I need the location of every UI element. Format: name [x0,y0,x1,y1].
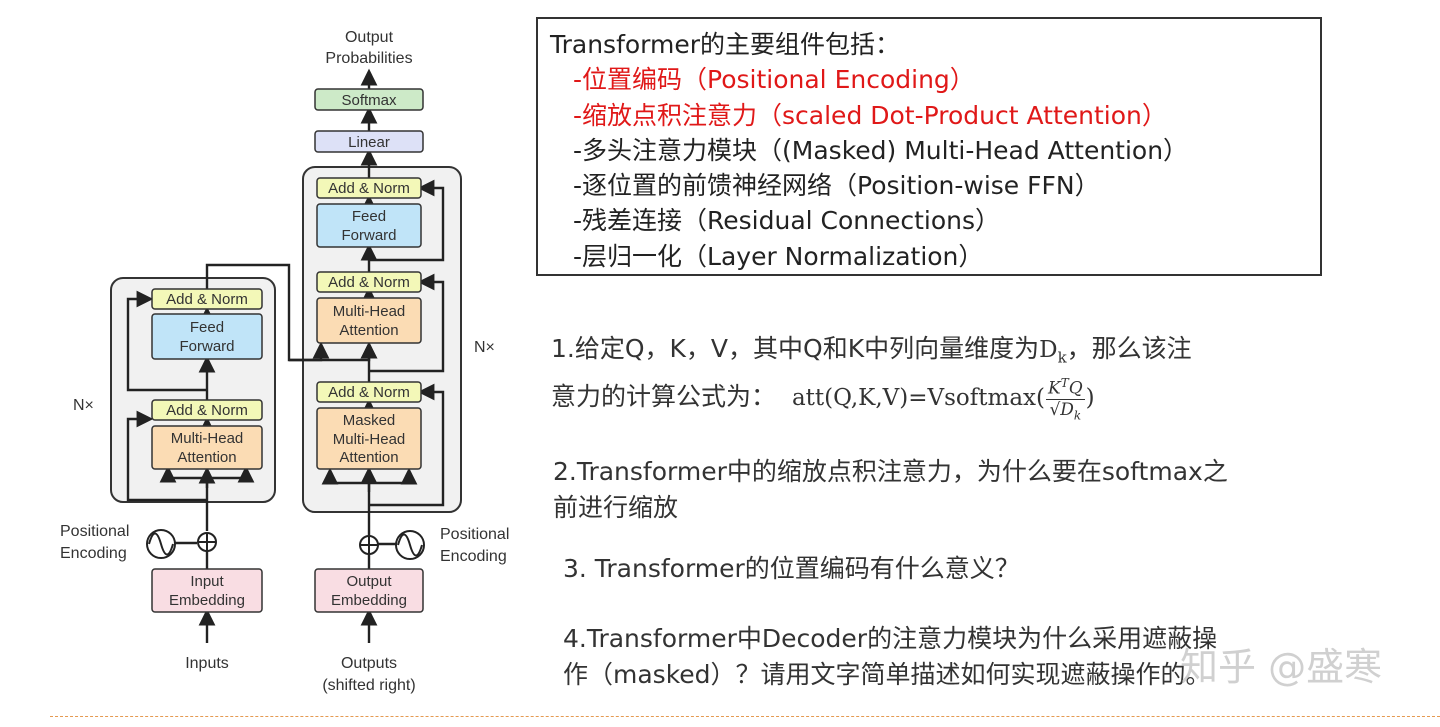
decoder-add-norm-1 [316,381,422,403]
transformer-architecture-diagram: Softmax Linear Add & Norm Feed Forward A… [60,29,509,694]
feed-forward-label-1: Feed [190,319,224,336]
add-norm-label: Add & Norm [328,180,410,197]
q3-text: 3. Transformer的位置编码有什么意义？ [563,554,1020,583]
feed-forward-label-2: Forward [341,227,396,244]
decoder-add-icon [359,535,379,555]
encoder-nx-label: N× [73,397,94,414]
input-embedding-block [151,568,263,613]
summary-item-positional-encoding: -位置编码（Positional Encoding） [573,65,975,95]
feed-forward-label-1: Feed [352,208,386,225]
outputs-label-1: Outputs [341,655,397,672]
encoder-positional-encoding-icon [146,529,176,559]
footer-divider [50,716,1440,717]
q1-line1-prefix: 1.给定Q，K，V，其中Q和K中列向量维度为 [551,334,1040,363]
feed-forward-label-2: Forward [179,338,234,355]
mha-label-2: Attention [339,322,398,339]
summary-item-layer-norm: -层归一化（Layer Normalization） [573,241,984,271]
summary-item-residual: -残差连接（Residual Connections） [573,206,1001,236]
summary-item-ffn: -逐位置的前馈神经网络（Position-wise FFN） [573,171,1100,201]
q2-line1: 2.Transformer中的缩放点积注意力，为什么要在softmax之 [553,457,1228,486]
q2-line2: 前进行缩放 [553,493,679,522]
mha-label-1: Multi-Head [333,303,406,320]
q4-line1: 4.Transformer中Decoder的注意力模块为什么采用遮蔽操 [563,624,1218,653]
outputs-label-2: (shifted right) [322,677,415,694]
output-embedding-block [314,568,424,613]
decoder-positional-encoding-icon [395,530,425,560]
question-3: 3. Transformer的位置编码有什么意义？ [563,551,1020,587]
linear-label: Linear [348,134,390,151]
decoder-positional-encoding-label-2: Encoding [440,548,507,565]
summary-item-multi-head-attention: -多头注意力模块（(Masked) Multi-Head Attention） [573,135,1189,165]
decoder-add-norm-3 [316,177,422,199]
question-4: 4.Transformer中Decoder的注意力模块为什么采用遮蔽操 作（ma… [563,621,1217,693]
encoder-positional-encoding-label-2: Encoding [60,545,127,562]
summary-item-scaled-attention: -缩放点积注意力（scaled Dot-Product Attention） [573,100,1167,130]
decoder-nx-label: N× [474,339,495,356]
summary-title: Transformer的主要组件包括： [550,30,901,59]
encoder-feed-forward [151,313,263,360]
encoder-positional-encoding-label-1: Positional [60,523,129,540]
encoder-multi-head-attention [151,425,263,470]
add-norm-label: Add & Norm [328,384,410,401]
softmax-block [314,88,424,111]
masked-mha-label-3: Attention [339,449,398,466]
input-embedding-label-1: Input [190,573,224,590]
output-embedding-label-2: Embedding [331,592,407,609]
q1-attention-formula: att(Q,K,V)=Vsoftmax(KTQ√Dk) [792,376,1095,422]
encoder-add-icon [197,532,217,552]
decoder-positional-encoding-label-1: Positional [440,526,509,543]
q4-line2: 作（masked）？请用文字简单描述如何实现遮蔽操作的。 [563,660,1211,689]
input-embedding-label-2: Embedding [169,592,245,609]
add-norm-label: Add & Norm [166,291,248,308]
q1-line2-prefix: 意力的计算公式为： [551,382,777,411]
add-norm-label: Add & Norm [166,402,248,419]
output-probabilities-label-1: Output [345,29,394,46]
encoder-add-norm-1 [151,399,263,421]
components-summary-box: Transformer的主要组件包括： -位置编码（Positional Enc… [536,17,1322,276]
encoder-add-norm-2 [151,288,263,310]
output-embedding-label-1: Output [346,573,392,590]
question-2: 2.Transformer中的缩放点积注意力，为什么要在softmax之 前进行… [553,454,1228,526]
linear-block [314,130,424,153]
mha-label-1: Multi-Head [171,430,244,447]
decoder-add-norm-2 [316,271,422,293]
masked-mha-label-1: Masked [343,412,396,429]
add-norm-label: Add & Norm [328,274,410,291]
output-probabilities-label-2: Probabilities [325,50,412,67]
decoder-feed-forward [316,203,422,248]
zhihu-watermark: 知乎 @盛寒 [1180,645,1383,689]
decoder-masked-attention [316,407,422,470]
mha-label-2: Attention [177,449,236,466]
softmax-label: Softmax [341,92,397,109]
masked-mha-label-2: Multi-Head [333,431,406,448]
q1-dk-symbol: Dk [1039,337,1067,367]
decoder-multi-head-attention [316,297,422,344]
question-1: 1.给定Q，K，V，其中Q和K中列向量维度为Dk，那么该注 意力的计算公式为： … [551,330,1192,425]
q1-line1-suffix: ，那么该注 [1066,334,1192,363]
inputs-label: Inputs [185,655,229,672]
